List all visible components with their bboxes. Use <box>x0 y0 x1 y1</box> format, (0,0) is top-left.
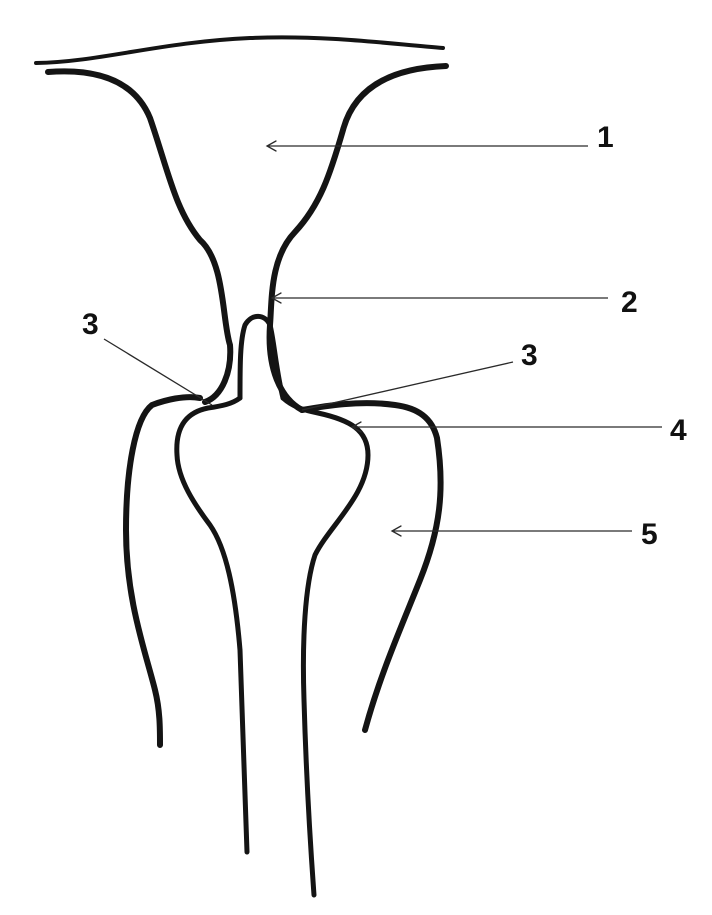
inner-bulb-right <box>283 398 368 895</box>
label-5: 5 <box>641 518 658 551</box>
label-4: 4 <box>670 414 687 447</box>
inner-bulb-left <box>177 398 247 852</box>
outer-flap-right <box>302 403 441 730</box>
upper-chamber-right-wall <box>270 66 446 410</box>
top-edge-outline <box>36 37 443 63</box>
leader-line-3-left <box>104 339 212 405</box>
outer-flap-left <box>126 397 200 745</box>
upper-chamber-left-wall <box>48 71 230 402</box>
label-2: 2 <box>621 286 638 319</box>
label-3-right: 3 <box>521 339 538 372</box>
leader-line-3-right <box>302 362 513 410</box>
label-3-left: 3 <box>82 308 99 341</box>
label-1: 1 <box>597 121 614 154</box>
